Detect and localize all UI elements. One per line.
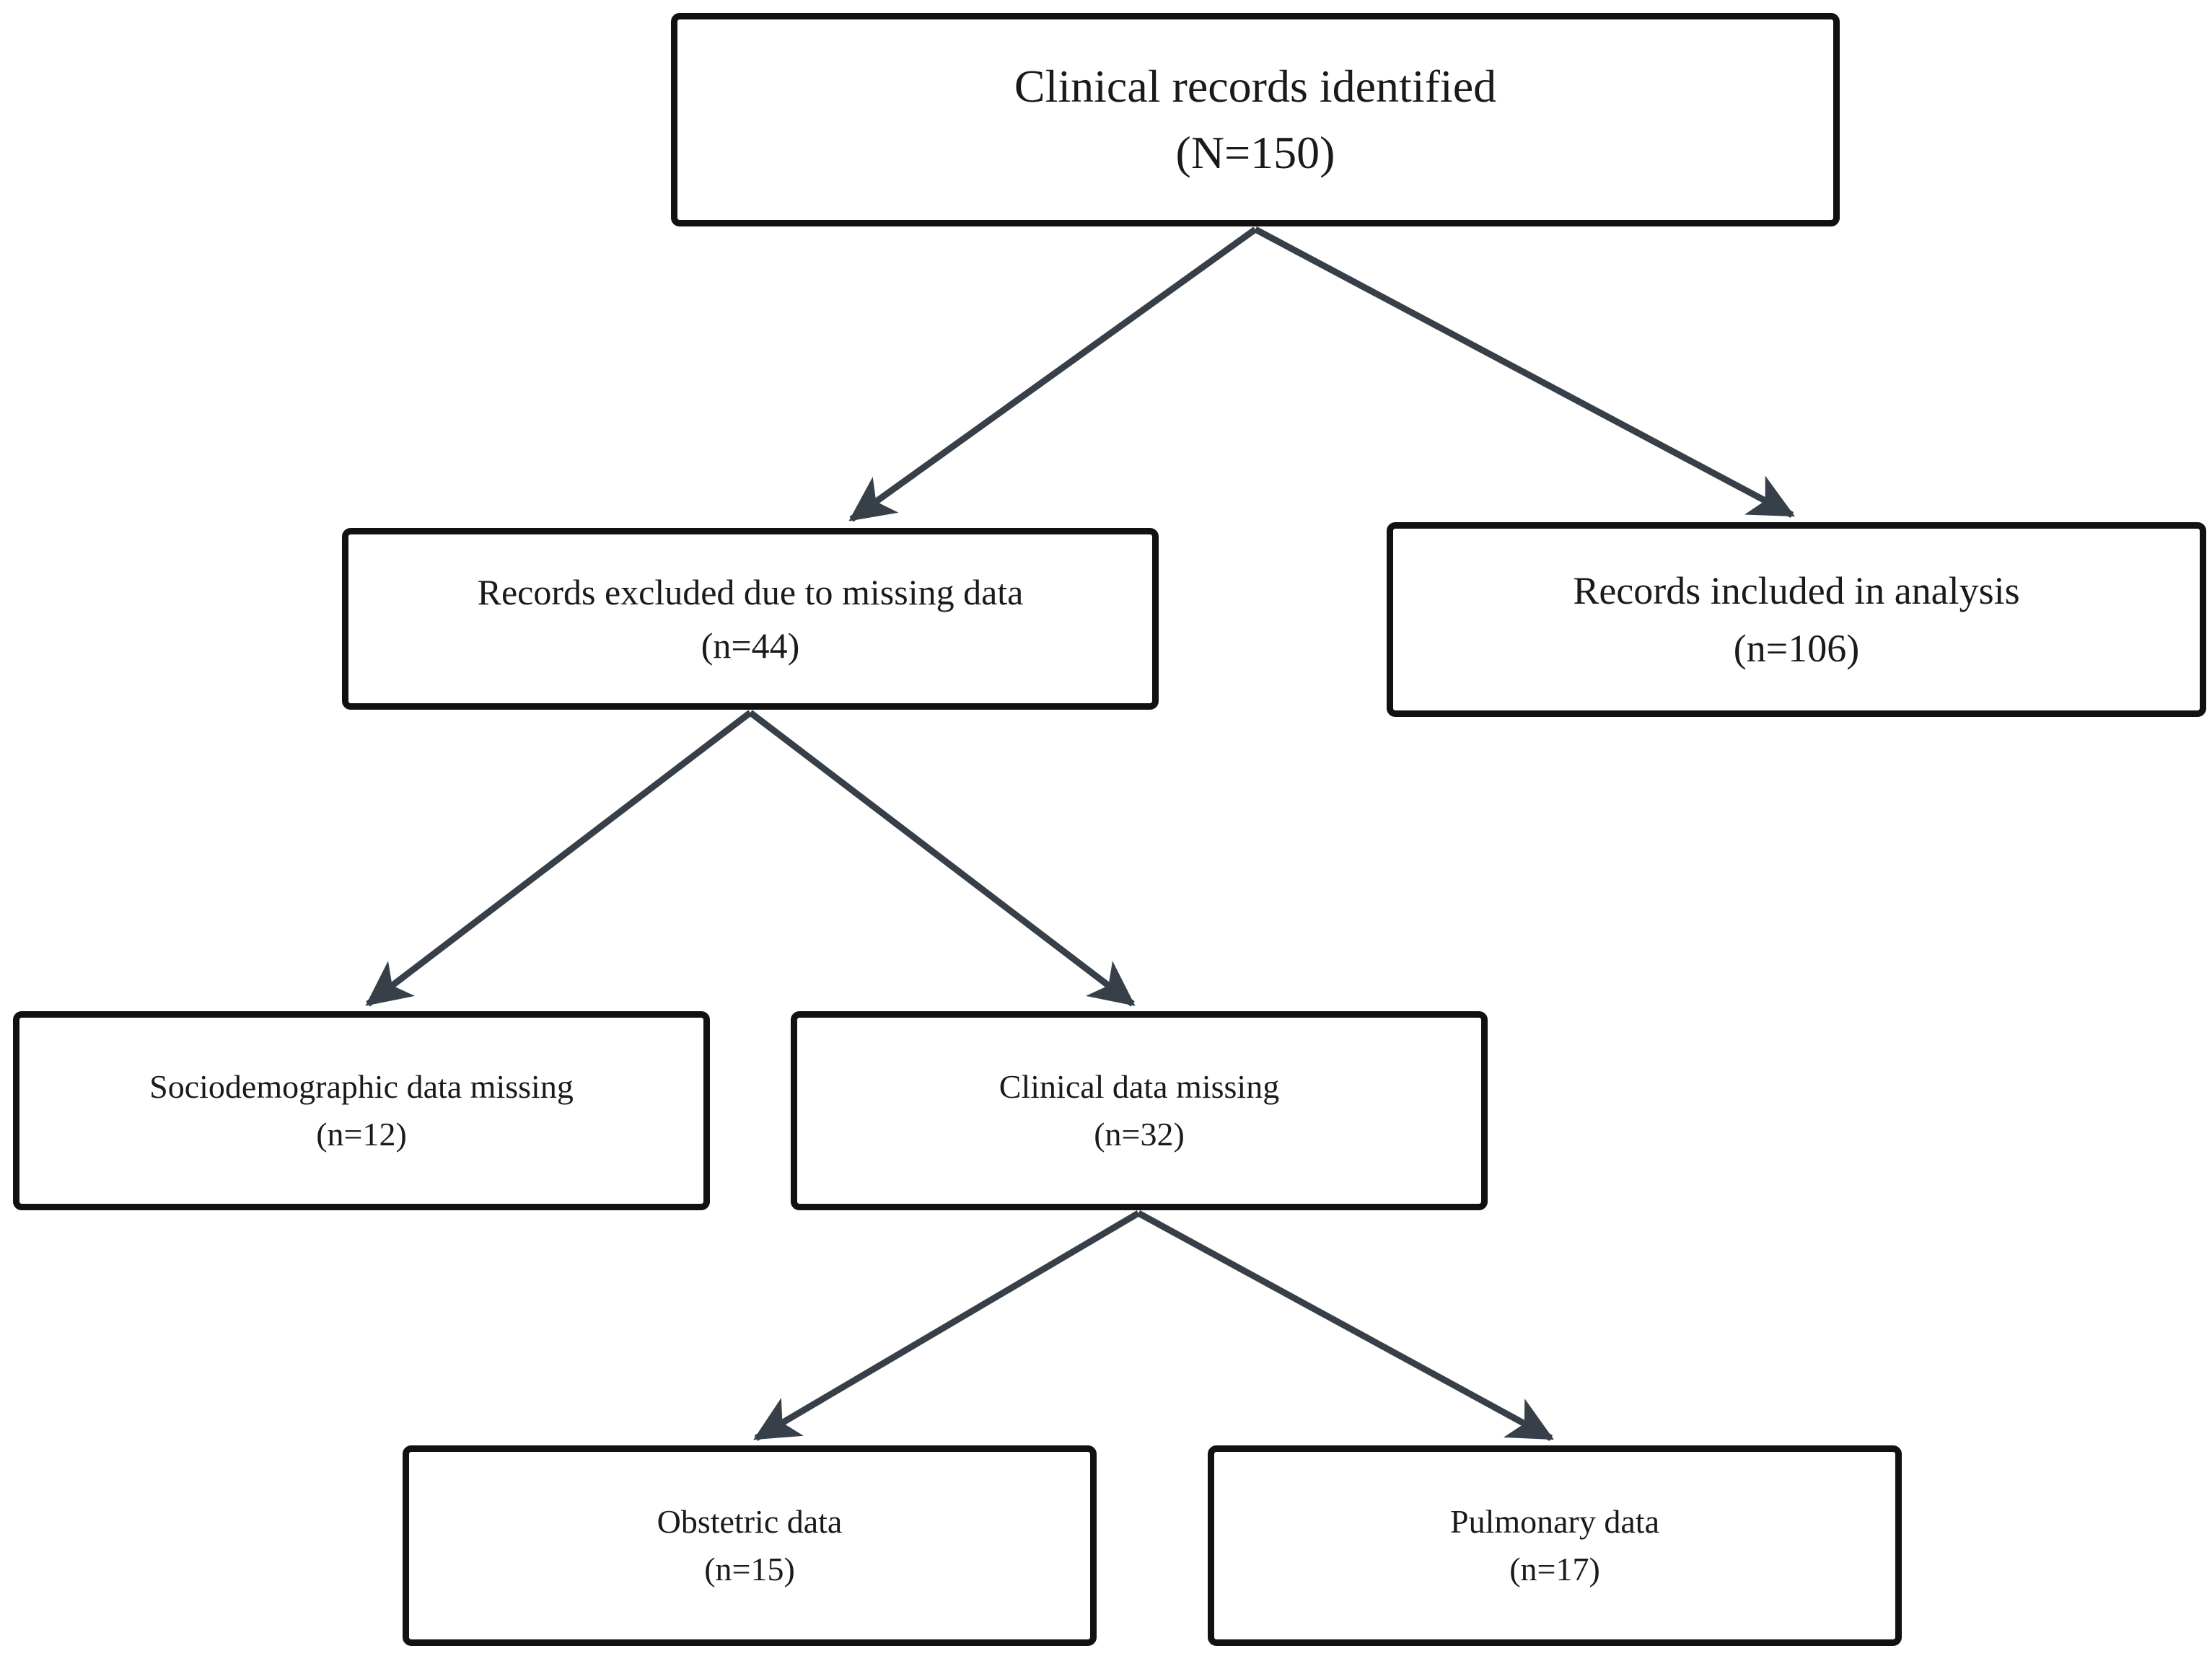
arrow-clinical-to-obstetric [753,1210,1141,1441]
arrow-clinical-to-pulmonary [1136,1210,1554,1441]
sociodemographic-missing-box: Sociodemographic data missing (n=12) [13,1011,710,1210]
records-excluded-count: (n=44) [701,625,800,666]
obstetric-data-box: Obstetric data (n=15) [403,1445,1097,1646]
obstetric-data-label: Obstetric data [657,1503,843,1540]
arrow-excluded-to-sociodemographic [365,710,752,1007]
arrow-identified-to-included [1253,226,1795,518]
records-identified-label: Clinical records identified [1014,61,1497,112]
arrow-identified-to-excluded [848,226,1258,522]
records-identified-box: Clinical records identified (N=150) [671,13,1840,226]
pulmonary-data-box: Pulmonary data (n=17) [1208,1445,1902,1646]
records-included-count: (n=106) [1733,627,1860,670]
obstetric-data-count: (n=15) [704,1551,795,1587]
clinical-missing-label: Clinical data missing [999,1068,1280,1105]
clinical-missing-count: (n=32) [1094,1116,1185,1153]
pulmonary-data-count: (n=17) [1509,1551,1600,1587]
records-included-label: Records included in analysis [1573,569,2020,612]
arrow-excluded-to-clinical [748,710,1136,1007]
records-included-box: Records included in analysis (n=106) [1387,522,2206,717]
sociodemographic-missing-count: (n=12) [316,1116,407,1153]
pulmonary-data-label: Pulmonary data [1450,1503,1659,1540]
records-excluded-box: Records excluded due to missing data (n=… [342,528,1159,710]
clinical-missing-box: Clinical data missing (n=32) [791,1011,1488,1210]
records-identified-count: (N=150) [1175,127,1335,178]
sociodemographic-missing-label: Sociodemographic data missing [149,1068,574,1105]
records-excluded-label: Records excluded due to missing data [477,572,1024,612]
